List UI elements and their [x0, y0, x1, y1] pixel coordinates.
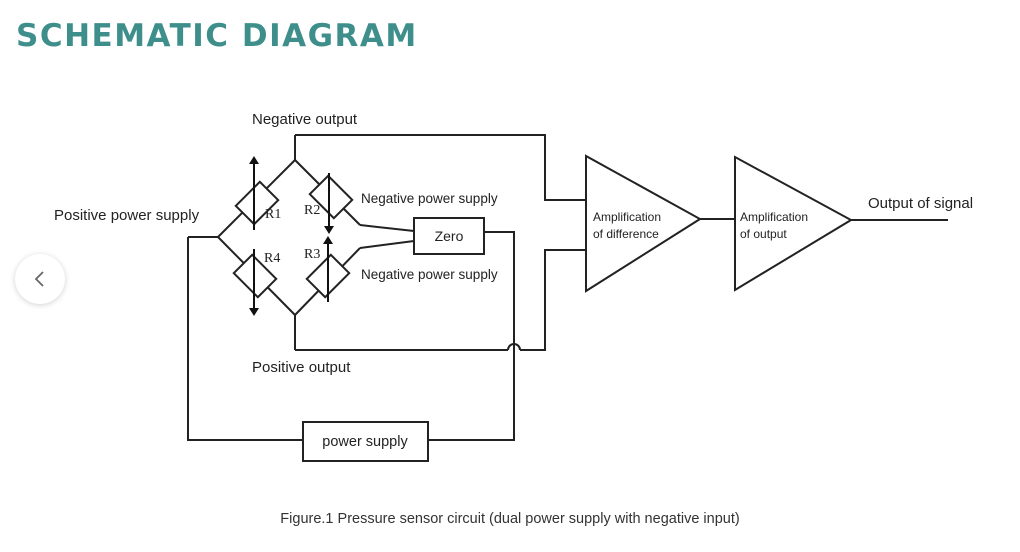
r3-label: R3	[304, 247, 320, 262]
zero-box	[413, 217, 485, 255]
wire-negative-output	[295, 134, 586, 201]
output-amplifier	[734, 155, 854, 292]
output-amp-label-2: of output	[740, 227, 787, 241]
output-amp-label-1: Amplification	[740, 210, 808, 224]
power-supply-label: power supply	[322, 434, 408, 450]
resistor-r3	[305, 236, 351, 302]
r4-label: R4	[264, 251, 280, 266]
zero-label: Zero	[435, 228, 464, 244]
figure-caption: Figure.1 Pressure sensor circuit (dual p…	[280, 511, 740, 527]
difference-amplifier	[585, 154, 702, 293]
r2-label: R2	[304, 203, 320, 218]
power-supply-box	[302, 421, 429, 462]
wire-positive-output-b	[520, 249, 586, 351]
negative-power-supply-bottom-label: Negative power supply	[361, 267, 498, 282]
previous-button[interactable]	[15, 254, 65, 304]
wire-r3-zero	[359, 240, 415, 249]
output-of-signal-label: Output of signal	[868, 195, 973, 212]
wire-power-positive	[187, 237, 303, 441]
resistor-r2	[308, 173, 354, 234]
resistor-r1	[234, 156, 280, 230]
positive-power-supply-label: Positive power supply	[54, 207, 200, 224]
chevron-left-icon	[34, 271, 44, 287]
positive-output-label: Positive output	[252, 359, 351, 376]
wire-zero-power	[428, 231, 515, 441]
wire-r2-zero	[359, 224, 415, 232]
difference-amp-label-1: Amplification	[593, 210, 661, 224]
wires	[187, 134, 948, 441]
r1-label: R1	[265, 207, 281, 222]
resistor-r4	[232, 249, 278, 316]
negative-power-supply-top-label: Negative power supply	[361, 191, 498, 206]
page-title: SCHEMATIC DIAGRAM	[16, 18, 418, 54]
difference-amp-label-2: of difference	[593, 227, 659, 241]
negative-output-label: Negative output	[252, 111, 358, 128]
